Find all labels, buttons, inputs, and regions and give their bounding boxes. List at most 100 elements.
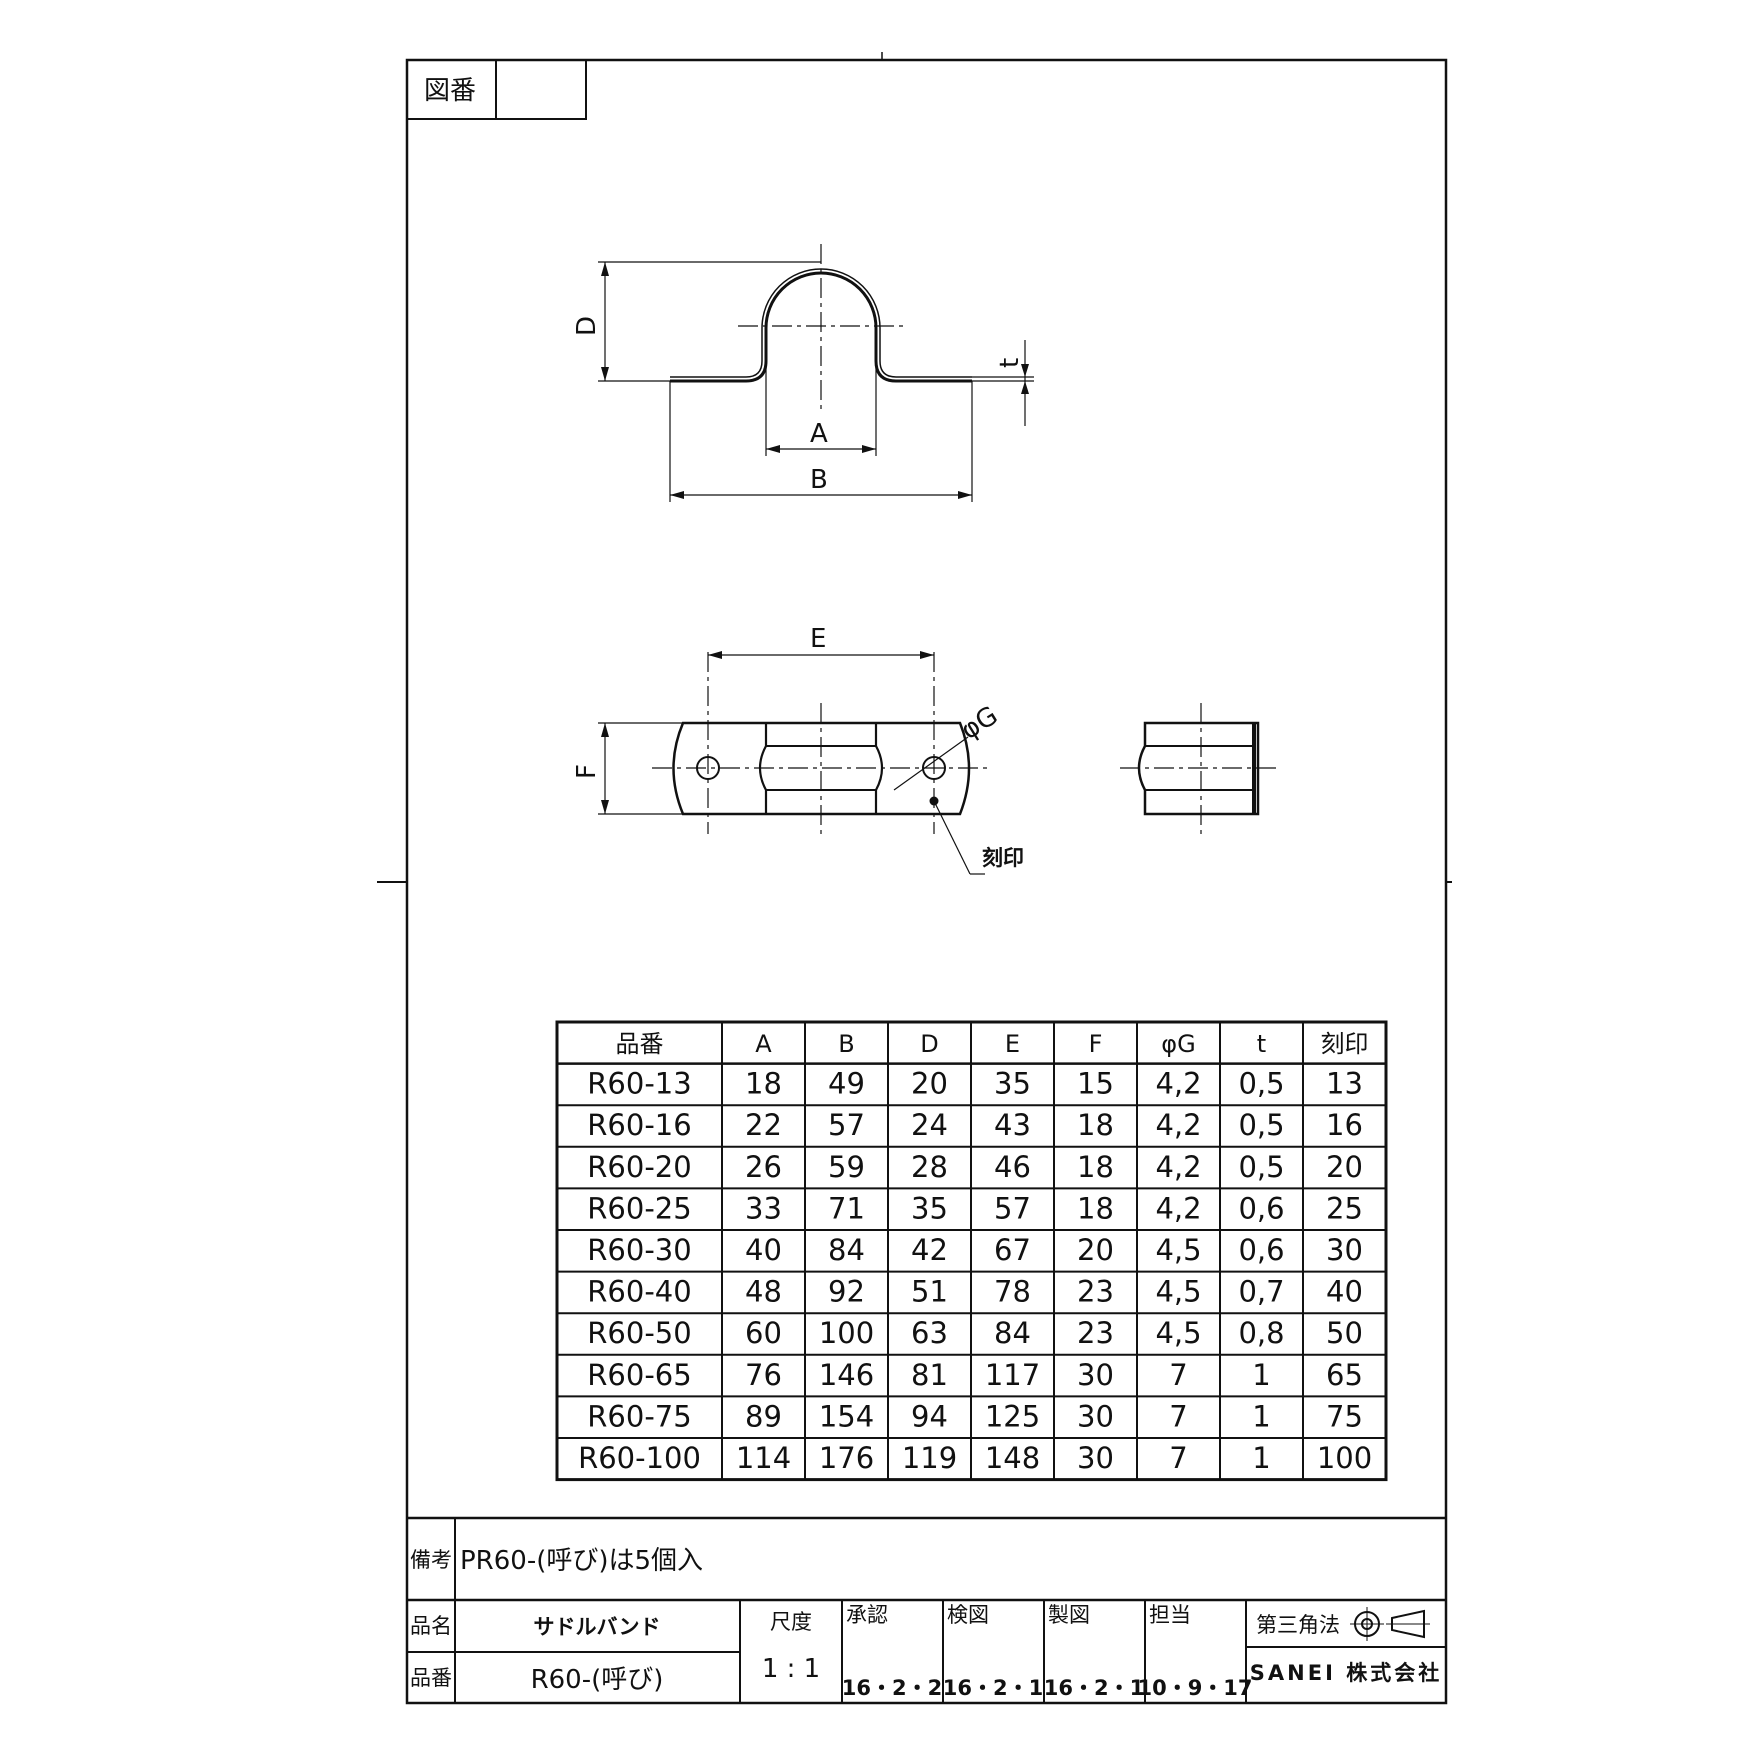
table-cell: 4,2 xyxy=(1155,1150,1201,1184)
table-cell: 81 xyxy=(911,1358,948,1392)
table-cell: 71 xyxy=(828,1191,865,1225)
table-cell: R60-75 xyxy=(587,1399,691,1433)
table-cell: 75 xyxy=(1326,1399,1363,1433)
table-cell: 0,8 xyxy=(1238,1316,1284,1350)
table-cell: R60-50 xyxy=(587,1316,691,1350)
table-cell: 20 xyxy=(911,1067,948,1101)
table-cell: 4,5 xyxy=(1155,1316,1201,1350)
table-cell: 0,6 xyxy=(1238,1191,1284,1225)
drawing-number-box: 図番 xyxy=(406,59,587,120)
drawing-number-label: 図番 xyxy=(424,76,476,106)
front-view xyxy=(598,244,1034,502)
table-cell: 40 xyxy=(1326,1275,1363,1309)
remarks-value: PR60-(呼び)は5個入 xyxy=(460,1546,703,1576)
table-header-cell: F xyxy=(1089,1030,1103,1058)
table-cell: 1 xyxy=(1252,1441,1270,1475)
table-cell: 42 xyxy=(911,1233,948,1267)
table-cell: 30 xyxy=(1077,1441,1114,1475)
table-cell: 24 xyxy=(911,1108,948,1142)
table-cell: 100 xyxy=(819,1316,874,1350)
table-cell: 94 xyxy=(911,1399,948,1433)
table-cell: 57 xyxy=(994,1191,1031,1225)
table-cell: R60-65 xyxy=(587,1358,691,1392)
check-label: 検図 xyxy=(947,1603,989,1627)
table-cell: 23 xyxy=(1077,1316,1114,1350)
dim-label-d: D xyxy=(572,316,602,336)
table-cell: 0,7 xyxy=(1238,1275,1284,1309)
table-cell: 84 xyxy=(994,1316,1031,1350)
table-cell: 57 xyxy=(828,1108,865,1142)
table-cell: 30 xyxy=(1326,1233,1363,1267)
table-cell: 63 xyxy=(911,1316,948,1350)
table-cell: 30 xyxy=(1077,1358,1114,1392)
table-header-cell: A xyxy=(755,1030,772,1058)
table-cell: 46 xyxy=(994,1150,1031,1184)
table-cell: 7 xyxy=(1169,1399,1187,1433)
table-cell: 33 xyxy=(745,1191,782,1225)
table-cell: 40 xyxy=(745,1233,782,1267)
dim-label-e: E xyxy=(810,624,826,654)
name-value: サドルバンド xyxy=(533,1615,660,1639)
table-cell: 92 xyxy=(828,1275,865,1309)
table-header-cell: E xyxy=(1005,1030,1020,1058)
table-cell: 100 xyxy=(1317,1441,1372,1475)
table-cell: 60 xyxy=(745,1316,782,1350)
projection-label: 第三角法 xyxy=(1256,1613,1340,1637)
table-cell: 22 xyxy=(745,1108,782,1142)
table-grid xyxy=(555,1020,1388,1482)
scale-value: 1 : 1 xyxy=(762,1654,820,1684)
table-cell: 50 xyxy=(1326,1316,1363,1350)
table-cell: 176 xyxy=(819,1441,874,1475)
table-cell: R60-20 xyxy=(587,1150,691,1184)
dim-label-f: F xyxy=(572,764,602,779)
table-cell: R60-40 xyxy=(587,1275,691,1309)
table-cell: 18 xyxy=(745,1067,782,1101)
table-cell: 65 xyxy=(1326,1358,1363,1392)
table-cell: 4,2 xyxy=(1155,1067,1201,1101)
table-cell: 4,5 xyxy=(1155,1275,1201,1309)
table-header-cell: 品番 xyxy=(616,1030,664,1058)
charge-date: 10・9・17 xyxy=(1137,1676,1252,1700)
table-cell: 20 xyxy=(1326,1150,1363,1184)
table-cell: 0,5 xyxy=(1238,1067,1284,1101)
table-header-cell: φG xyxy=(1161,1030,1195,1058)
table-cell: 114 xyxy=(736,1441,791,1475)
table-cell: 89 xyxy=(745,1399,782,1433)
table-cell: 35 xyxy=(911,1191,948,1225)
part-no-label: 品番 xyxy=(410,1666,452,1690)
table-cell: 4,2 xyxy=(1155,1108,1201,1142)
table-cell: 18 xyxy=(1077,1191,1114,1225)
table-cell: 18 xyxy=(1077,1108,1114,1142)
table-cell: 51 xyxy=(911,1275,948,1309)
title-block xyxy=(407,1516,1446,1703)
table-cell: 125 xyxy=(985,1399,1040,1433)
table-cell: R60-13 xyxy=(587,1067,691,1101)
company-name: SANEI 株式会社 xyxy=(1250,1661,1442,1685)
table-cell: 4,5 xyxy=(1155,1233,1201,1267)
table-cell: 43 xyxy=(994,1108,1031,1142)
draft-date: 16・2・1 xyxy=(1044,1676,1144,1700)
table-cell: 49 xyxy=(828,1067,865,1101)
table-cell: 26 xyxy=(745,1150,782,1184)
table-cell: R60-16 xyxy=(587,1108,691,1142)
stamp-label: 刻印 xyxy=(982,846,1024,870)
table-cell: 1 xyxy=(1252,1358,1270,1392)
dim-label-b: B xyxy=(810,465,828,495)
table-cell: 35 xyxy=(994,1067,1031,1101)
charge-label: 担当 xyxy=(1149,1603,1191,1627)
table-cell: R60-30 xyxy=(587,1233,691,1267)
name-label: 品名 xyxy=(410,1614,452,1638)
table-cell: 117 xyxy=(985,1358,1040,1392)
table-header-cell: D xyxy=(920,1030,938,1058)
dim-label-t: t xyxy=(995,358,1025,368)
dim-label-phi-g: φG xyxy=(956,701,1004,746)
dim-label-a: A xyxy=(810,419,828,449)
table-header-cell: 刻印 xyxy=(1321,1030,1369,1058)
side-view xyxy=(1120,703,1276,834)
table-cell: R60-25 xyxy=(587,1191,691,1225)
table-cell: 0,5 xyxy=(1238,1108,1284,1142)
table-cell: 67 xyxy=(994,1233,1031,1267)
table-cell: 30 xyxy=(1077,1399,1114,1433)
table-cell: 0,6 xyxy=(1238,1233,1284,1267)
